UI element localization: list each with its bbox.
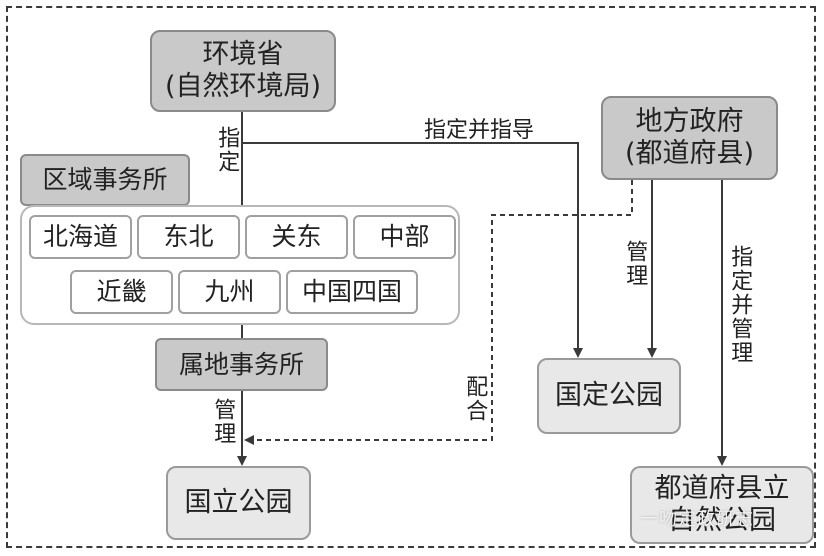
local-government-subtitle: (都道府县): [624, 138, 755, 169]
prefectural-park-subtitle: 自然公园: [668, 505, 776, 536]
national-park-label: 国立公园: [184, 486, 293, 518]
edge-label-designate-guide: 指定并指导: [424, 118, 535, 143]
diagram-frame: [6, 6, 816, 548]
local-office-label: 属地事务所: [178, 349, 304, 379]
region-kinki: 近畿: [70, 270, 173, 314]
region-label: 东北: [163, 222, 214, 251]
region-chubu: 中部: [353, 215, 456, 259]
edge-label-manage-right: 管理: [622, 240, 648, 288]
local-government-node: 地方政府 (都道府县): [601, 96, 778, 180]
prefectural-park-title: 都道府县立: [654, 472, 790, 504]
region-label: 北海道: [42, 222, 118, 251]
quasi-national-park-label: 国定公园: [555, 379, 663, 411]
local-office-node: 属地事务所: [155, 338, 328, 391]
regional-office-node: 区域事务所: [20, 154, 190, 206]
watermark-text: 一吻定政研志: [640, 509, 754, 530]
regional-office-label: 区域事务所: [42, 165, 168, 194]
ministry-node: 环境省 (自然环境局): [150, 30, 336, 112]
line-cooperate-dashed: [244, 180, 633, 445]
region-label: 关东: [271, 222, 322, 251]
region-tohoku: 东北: [137, 215, 240, 259]
edge-label-manage-left: 管理: [210, 398, 236, 446]
region-kyushu: 九州: [178, 270, 281, 314]
line-designate-guide: [242, 142, 583, 358]
region-hokkaido: 北海道: [29, 215, 132, 259]
edge-label-designate: 指定: [214, 126, 240, 174]
region-label: 九州: [204, 277, 255, 306]
edge-label-designate-manage: 指定并管理: [727, 245, 753, 365]
ministry-title: 环境省: [202, 38, 284, 70]
region-label: 近畿: [96, 277, 147, 306]
quasi-national-park-node: 国定公园: [537, 358, 681, 434]
region-label: 中国四国: [301, 277, 402, 306]
region-chugoku-shikoku: 中国四国: [286, 270, 418, 314]
national-park-node: 国立公园: [166, 466, 311, 540]
ministry-subtitle: (自然环境局): [164, 71, 322, 102]
region-label: 中部: [379, 222, 430, 251]
prefectural-park-node: 都道府县立 自然公园: [630, 466, 814, 544]
edge-label-cooperate: 配合: [462, 375, 488, 423]
local-government-title: 地方政府: [635, 105, 744, 137]
region-kanto: 关东: [245, 215, 348, 259]
